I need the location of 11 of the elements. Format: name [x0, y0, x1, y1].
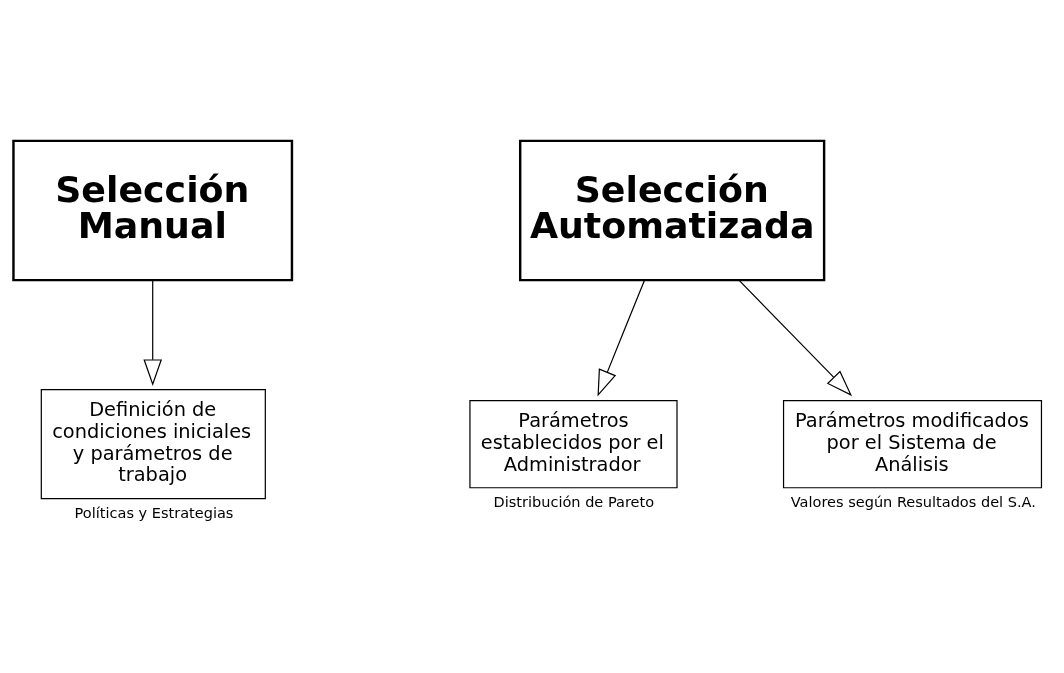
node-box: Parámetros modificados por el Sistema de Análisis [782, 399, 1043, 488]
arrow [738, 279, 853, 396]
node-box: Selección Automatizada [519, 139, 826, 281]
node-box: Selección Manual [12, 139, 294, 281]
node-label: Valores según Resultados del S.A. [790, 493, 1036, 510]
arrow [597, 279, 646, 397]
node-box: Definición de condiciones iniciales y parámetros de trabajo [40, 388, 266, 499]
node-label: Distribución de Pareto [493, 493, 655, 510]
arrow [143, 279, 163, 386]
node-box: Parámetros establecidos por el Administrador [469, 399, 678, 488]
node-label: Políticas y Estrategias [74, 504, 234, 521]
